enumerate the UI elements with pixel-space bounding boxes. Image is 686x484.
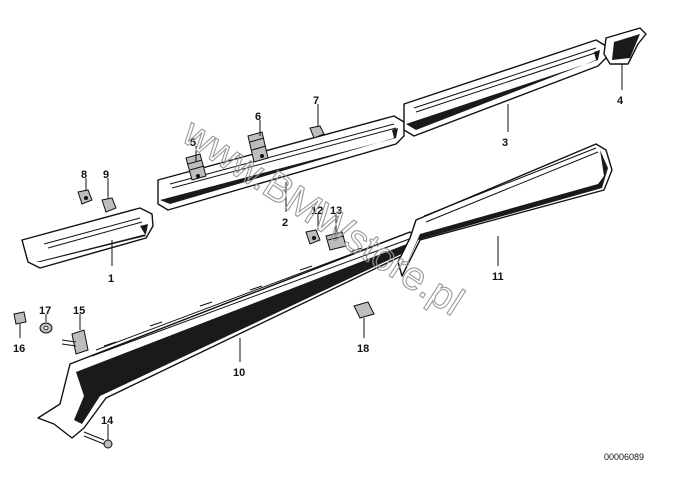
callout-labels: 1 2 3 4 5 6 7 8 9 10 11 12 13 14 15 16 1… [13, 95, 624, 427]
part-18-clip [353, 301, 375, 319]
callout-12: 12 [311, 205, 323, 217]
part-1-front-trim [21, 207, 154, 269]
part-13-clip [325, 231, 347, 251]
part-17-washer [39, 322, 53, 334]
callout-7: 7 [313, 95, 319, 107]
callout-14: 14 [101, 415, 114, 427]
part-4-end-cap [603, 27, 647, 65]
callout-15: 15 [73, 305, 85, 317]
part-6-clip [247, 131, 269, 163]
part-15-screw-bracket [61, 329, 89, 355]
part-8-nut [77, 189, 93, 205]
callout-1: 1 [108, 273, 114, 285]
callout-16: 16 [13, 343, 25, 355]
callout-3: 3 [502, 137, 508, 149]
part-9-screw [101, 197, 117, 213]
callout-9: 9 [103, 169, 109, 181]
part-16-nut [13, 311, 27, 325]
part-3-rear-trim [403, 39, 607, 137]
leader-lines [19, 64, 623, 440]
part-14-bolt [83, 431, 113, 449]
part-5-clip [185, 153, 207, 181]
callout-2: 2 [282, 217, 288, 229]
callout-6: 6 [255, 111, 261, 123]
part-2-middle-trim [157, 115, 405, 211]
part-11-rear-sill-cover [397, 143, 613, 277]
part-7-nut [309, 125, 325, 139]
callout-18: 18 [357, 343, 369, 355]
drawing-code: 00006089 [604, 452, 644, 462]
callout-11: 11 [492, 271, 504, 283]
callout-17: 17 [39, 305, 51, 317]
callout-10: 10 [233, 367, 245, 379]
callout-5: 5 [190, 137, 196, 149]
callout-4: 4 [617, 95, 624, 107]
callout-8: 8 [81, 169, 87, 181]
part-12-nut [305, 229, 321, 245]
callout-13: 13 [330, 205, 342, 217]
